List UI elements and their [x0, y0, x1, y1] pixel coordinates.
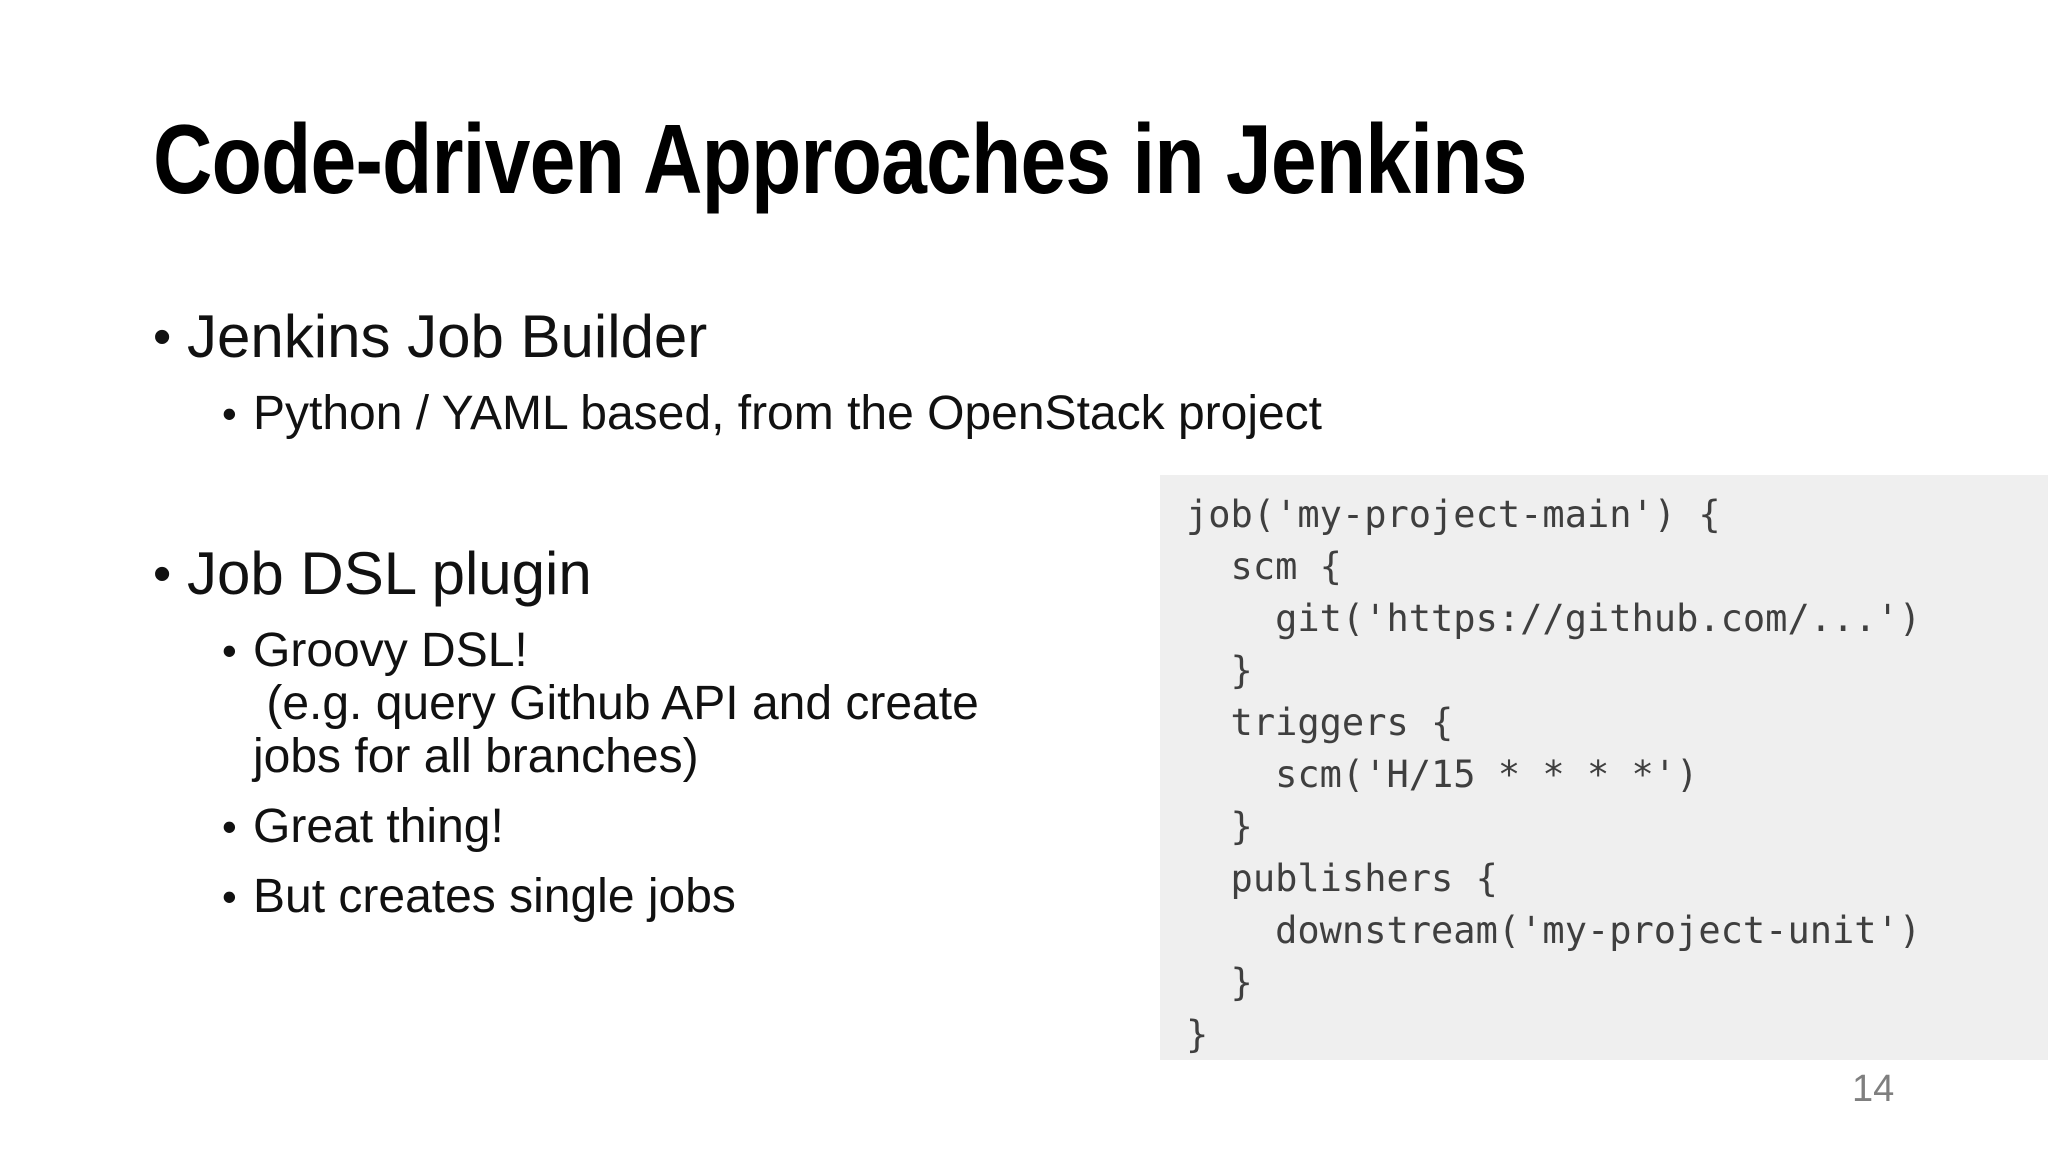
code-line: downstream('my-project-unit') [1186, 909, 1922, 952]
bullet-item-label: Groovy DSL! (e.g. query Github API and c… [253, 624, 979, 783]
bullet-item-label: Great thing! [253, 800, 504, 853]
bullet-dot: • [222, 873, 237, 920]
bullet-dot: • [153, 545, 172, 603]
bullet-group-job-dsl-plugin: • Job DSL plugin • Groovy DSL! (e.g. que… [153, 541, 1113, 924]
bullet-item-l2: • But creates single jobs [222, 870, 1113, 923]
bullet-item-label: But creates single jobs [253, 870, 736, 923]
code-line: git('https://github.com/...') [1186, 597, 1922, 640]
code-block: job('my-project-main') { scm { git('http… [1160, 475, 2048, 1060]
bullet-group-jenkins-job-builder: • Jenkins Job Builder • Python / YAML ba… [153, 304, 1322, 441]
bullet-dot: • [153, 308, 172, 366]
bullet-item-label: Python / YAML based, from the OpenStack … [253, 387, 1323, 440]
bullet-dot: • [222, 627, 237, 674]
bullet-item-label: Jenkins Job Builder [187, 303, 708, 370]
bullet-dot: • [222, 390, 237, 437]
bullet-item-l2: • Great thing! [222, 800, 1113, 853]
code-line: } [1186, 805, 1253, 848]
bullet-item-l1: • Jenkins Job Builder [153, 304, 1113, 370]
bullet-item-l2: • Python / YAML based, from the OpenStac… [222, 387, 1322, 440]
code-line: } [1186, 649, 1253, 692]
code-line: triggers { [1186, 701, 1454, 744]
code-line: scm { [1186, 545, 1342, 588]
bullet-item-l1: • Job DSL plugin [153, 541, 1113, 607]
slide-title: Code-driven Approaches in Jenkins [153, 104, 1527, 214]
bullet-dot: • [222, 803, 237, 850]
code-line: } [1186, 1013, 1209, 1056]
code-line: scm('H/15 * * * *') [1186, 753, 1699, 796]
bullet-item-label: Job DSL plugin [187, 540, 592, 607]
code-line: } [1186, 961, 1253, 1004]
code-line: publishers { [1186, 857, 1498, 900]
code-line: job('my-project-main') { [1186, 493, 1721, 536]
page-number: 14 [1852, 1068, 1895, 1110]
bullet-item-l2: • Groovy DSL! (e.g. query Github API and… [222, 624, 1113, 783]
